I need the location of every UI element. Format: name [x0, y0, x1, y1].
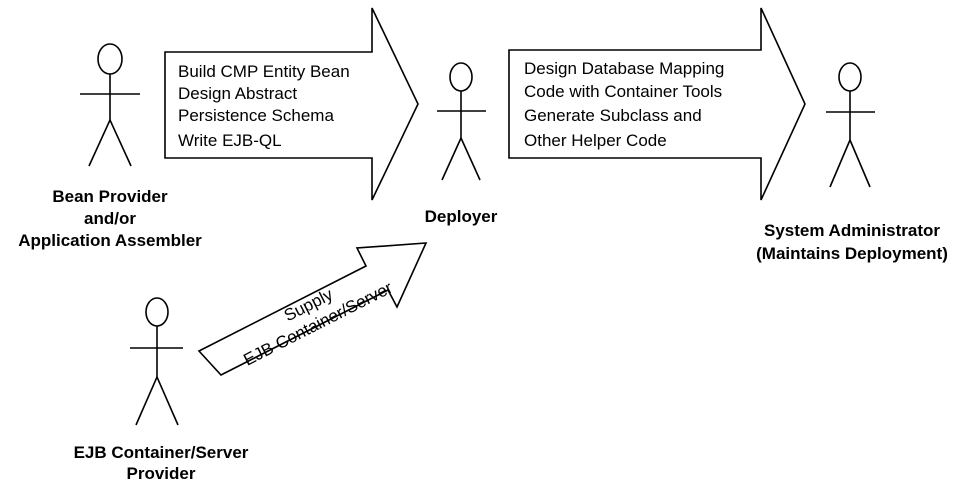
deployer-actor: Deployer: [425, 62, 498, 226]
design-arrow-line-2: Code with Container Tools: [524, 82, 722, 101]
container-provider-label-line-1: EJB Container/Server: [74, 443, 249, 462]
build-arrow-line-2: Design Abstract: [178, 84, 297, 103]
supply-arrow: Supply EJB Container/Server: [197, 242, 428, 376]
bean-provider-label-line-2: and/or: [84, 209, 136, 228]
bean-provider-actor: Bean Provider and/or Application Assembl…: [18, 43, 202, 250]
bean-provider-stick-figure-icon: [80, 43, 140, 167]
system-admin-actor: System Administrator (Maintains Deployme…: [756, 62, 948, 263]
build-arrow-line-1: Build CMP Entity Bean: [178, 62, 350, 81]
container-provider-stick-figure-icon: [130, 297, 183, 426]
design-arrow-line-4: Other Helper Code: [524, 131, 667, 150]
supply-arrow-shape: [197, 242, 428, 376]
deployer-stick-figure-icon: [437, 62, 486, 181]
design-arrow-line-3: Generate Subclass and: [524, 106, 702, 125]
build-arrow: Build CMP Entity Bean Design Abstract Pe…: [164, 7, 419, 201]
design-arrow-shape: [508, 7, 806, 201]
system-admin-label-line-2: (Maintains Deployment): [756, 244, 948, 263]
system-admin-stick-figure-icon: [826, 62, 875, 188]
bean-provider-label-line-3: Application Assembler: [18, 231, 202, 250]
design-arrow: Design Database Mapping Code with Contai…: [508, 7, 806, 201]
deployer-label: Deployer: [425, 207, 498, 226]
system-admin-label-line-1: System Administrator: [764, 221, 940, 240]
build-arrow-line-3: Persistence Schema: [178, 106, 334, 125]
container-provider-actor: EJB Container/Server Provider: [74, 297, 249, 483]
build-arrow-line-4: Write EJB-QL: [178, 131, 282, 150]
bean-provider-label-line-1: Bean Provider: [52, 187, 168, 206]
container-provider-label-line-2: Provider: [127, 464, 196, 483]
design-arrow-line-1: Design Database Mapping: [524, 59, 724, 78]
build-arrow-shape: [164, 7, 419, 201]
